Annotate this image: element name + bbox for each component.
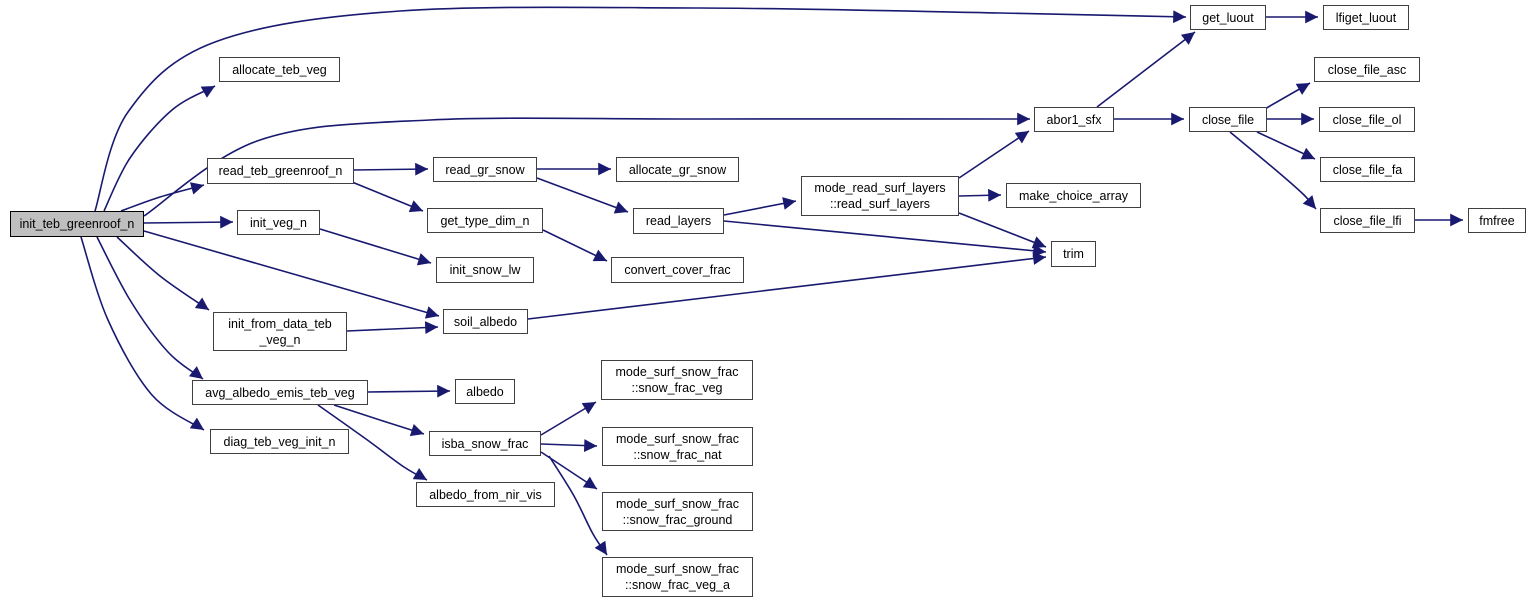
node-init_teb_greenroof_n: init_teb_greenroof_n xyxy=(10,211,144,237)
edge-abor1_sfx-to-get_luout xyxy=(1096,31,1196,108)
edge-isba_snow_frac-to-mode_surf_snow_frac::snow_frac_nat xyxy=(540,439,598,452)
node-close_file_lfi[interactable]: close_file_lfi xyxy=(1320,208,1415,233)
edge-mode_read_surf_layers::read_surf_layers-to-abor1_sfx xyxy=(958,130,1030,179)
edge-isba_snow_frac-to-mode_surf_snow_frac::snow_frac_veg_a xyxy=(548,455,608,556)
edge-avg_albedo_emis_teb_veg-to-isba_snow_frac xyxy=(333,404,425,437)
node-diag_teb_veg_init_n[interactable]: diag_teb_veg_init_n xyxy=(210,429,349,454)
edge-mode_read_surf_layers::read_surf_layers-to-trim xyxy=(958,212,1047,249)
node-allocate_gr_snow[interactable]: allocate_gr_snow xyxy=(616,157,739,182)
edge-read_gr_snow-to-read_layers xyxy=(536,177,629,214)
node-close_file_ol[interactable]: close_file_ol xyxy=(1319,107,1415,132)
edge-close_file-to-close_file_asc xyxy=(1262,82,1311,111)
node-read_gr_snow[interactable]: read_gr_snow xyxy=(433,157,537,182)
node-make_choice_array[interactable]: make_choice_array xyxy=(1006,183,1141,208)
node-read_layers[interactable]: read_layers xyxy=(633,208,724,234)
node-init_veg_n[interactable]: init_veg_n xyxy=(237,210,320,235)
edge-init_teb_greenroof_n-to-read_teb_greenroof_n xyxy=(120,182,205,212)
edge-close_file-to-close_file_lfi xyxy=(1229,131,1317,210)
node-mode_surf_snow_frac-snow_frac_veg[interactable]: mode_surf_snow_frac ::snow_frac_veg xyxy=(601,360,753,400)
node-get_type_dim_n[interactable]: get_type_dim_n xyxy=(427,208,543,233)
node-init_snow_lw[interactable]: init_snow_lw xyxy=(436,257,534,283)
edge-init_teb_greenroof_n-to-init_veg_n xyxy=(143,215,234,229)
node-close_file_asc[interactable]: close_file_asc xyxy=(1314,57,1420,82)
node-isba_snow_frac[interactable]: isba_snow_frac xyxy=(429,431,541,456)
edge-get_type_dim_n-to-convert_cover_frac xyxy=(542,229,608,262)
node-abor1_sfx[interactable]: abor1_sfx xyxy=(1034,107,1114,132)
edge-read_layers-to-mode_read_surf_layers::read_surf_layers xyxy=(723,197,797,216)
edge-init_teb_greenroof_n-to-allocate_teb_veg xyxy=(103,85,216,212)
edge-soil_albedo-to-trim xyxy=(527,252,1047,320)
node-read_teb_greenroof_n[interactable]: read_teb_greenroof_n xyxy=(207,158,354,184)
edge-read_layers-to-trim xyxy=(723,220,1047,258)
edge-init_teb_greenroof_n-to-abor1_sfx xyxy=(143,112,1031,217)
node-albedo[interactable]: albedo xyxy=(455,379,515,404)
node-get_luout[interactable]: get_luout xyxy=(1190,5,1266,30)
node-mode_read_surf_layers-read_surf_layers[interactable]: mode_read_surf_layers ::read_surf_layers xyxy=(801,176,959,216)
edge-avg_albedo_emis_teb_veg-to-albedo xyxy=(367,384,451,398)
node-trim[interactable]: trim xyxy=(1051,241,1096,267)
edge-init_teb_greenroof_n-to-get_luout xyxy=(94,6,1187,212)
node-close_file_fa[interactable]: close_file_fa xyxy=(1320,157,1415,182)
edge-avg_albedo_emis_teb_veg-to-albedo_from_nir_vis xyxy=(317,404,428,481)
edge-init_teb_greenroof_n-to-soil_albedo xyxy=(143,230,440,319)
edge-mode_read_surf_layers::read_surf_layers-to-make_choice_array xyxy=(958,188,1002,202)
node-allocate_teb_veg[interactable]: allocate_teb_veg xyxy=(219,57,340,82)
node-lfiget_luout[interactable]: lfiget_luout xyxy=(1323,5,1409,30)
node-close_file[interactable]: close_file xyxy=(1189,107,1267,132)
node-convert_cover_frac[interactable]: convert_cover_frac xyxy=(611,257,744,283)
node-fmfree[interactable]: fmfree xyxy=(1468,208,1526,233)
node-init_from_data_teb_veg_n[interactable]: init_from_data_teb _veg_n xyxy=(213,312,347,351)
node-mode_surf_snow_frac-snow_frac_veg_a[interactable]: mode_surf_snow_frac ::snow_frac_veg_a xyxy=(602,557,753,597)
node-soil_albedo[interactable]: soil_albedo xyxy=(443,309,528,334)
edge-isba_snow_frac-to-mode_surf_snow_frac::snow_frac_veg xyxy=(540,401,597,436)
edge-init_from_data_teb_veg_n-to-soil_albedo xyxy=(346,321,439,334)
edge-init_teb_greenroof_n-to-init_from_data_teb_veg_n xyxy=(116,236,210,311)
edge-read_teb_greenroof_n-to-get_type_dim_n xyxy=(351,181,424,213)
edge-init_veg_n-to-init_snow_lw xyxy=(319,228,432,266)
node-mode_surf_snow_frac-snow_frac_ground[interactable]: mode_surf_snow_frac ::snow_frac_ground xyxy=(602,492,753,531)
edge-init_teb_greenroof_n-to-avg_albedo_emis_teb_veg xyxy=(96,236,204,380)
node-mode_surf_snow_frac-snow_frac_nat[interactable]: mode_surf_snow_frac ::snow_frac_nat xyxy=(602,427,753,466)
edge-init_teb_greenroof_n-to-diag_teb_veg_init_n xyxy=(80,236,205,431)
edge-read_teb_greenroof_n-to-read_gr_snow xyxy=(353,162,429,176)
node-albedo_from_nir_vis[interactable]: albedo_from_nir_vis xyxy=(416,482,555,507)
edge-close_file-to-close_file_fa xyxy=(1256,131,1316,160)
node-avg_albedo_emis_teb_veg[interactable]: avg_albedo_emis_teb_veg xyxy=(192,380,368,405)
